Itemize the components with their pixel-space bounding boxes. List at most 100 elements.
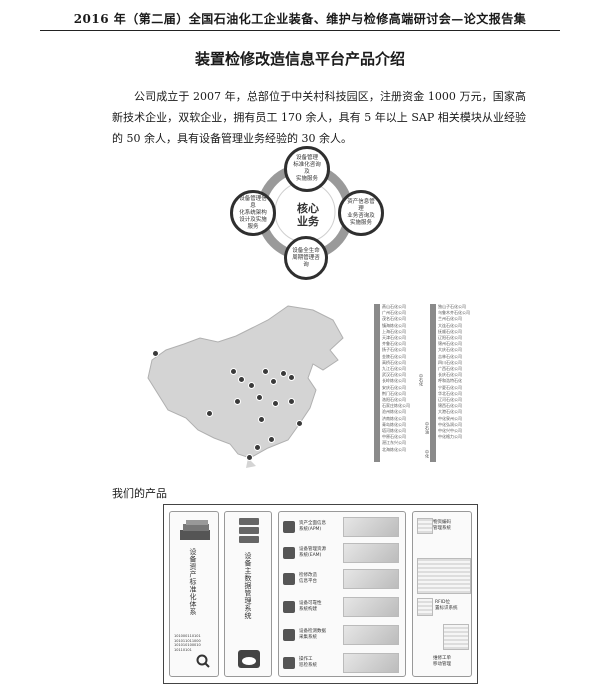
client-name: 上海石化公司 bbox=[382, 328, 406, 334]
client-name: 镇海炼化公司 bbox=[382, 322, 406, 328]
map-pin bbox=[288, 374, 295, 381]
map-pin bbox=[258, 416, 265, 423]
module-icon bbox=[283, 573, 295, 585]
products-panel: 设备资产标准化体系 101000110101 101011011000 1010… bbox=[163, 504, 478, 684]
module-icon bbox=[283, 629, 295, 641]
intro-paragraph: 公司成立于 2007 年，总部位于中关村科技园区，注册资金 1000 万元，国家… bbox=[112, 90, 526, 145]
map-shape bbox=[147, 305, 344, 468]
core-business-diagram: 设备管理 标准化咨询及 实施服务 资产信息管理 业务咨询及 实施服务 设备全生命… bbox=[228, 146, 384, 280]
binary-text: 101000110101 101011011000 101010100010 1… bbox=[174, 634, 201, 652]
product-row: 设备可靠性 系统构建 bbox=[283, 596, 399, 618]
map-pin bbox=[270, 378, 277, 385]
product-row: 设备管理资源 系统(EAM) bbox=[283, 542, 399, 564]
client-name: 抚顺石化公司 bbox=[438, 328, 462, 334]
module-icon bbox=[283, 657, 295, 669]
map-pin bbox=[268, 436, 275, 443]
product-row-label: 设备可靠性 系统构建 bbox=[299, 601, 322, 612]
screenshot-thumb bbox=[417, 518, 433, 534]
cloud-icon bbox=[238, 650, 260, 668]
screenshot-thumb bbox=[343, 625, 399, 645]
client-name: 塔河炼化公司 bbox=[382, 428, 406, 434]
client-name: 洛阳石化公司 bbox=[382, 397, 406, 403]
client-group-tag: 中石油 bbox=[425, 422, 430, 434]
product-right-label: 物资编码 管理系统 bbox=[433, 520, 451, 531]
map-pin bbox=[230, 368, 237, 375]
product-card-master-data: 设备主数据管理系统 bbox=[224, 511, 272, 677]
client-name: 济南炼化公司 bbox=[382, 415, 406, 421]
product-card-standardization: 设备资产标准化体系 101000110101 101011011000 1010… bbox=[169, 511, 219, 677]
running-header: 2016 年（第二届）全国石油化工企业装备、维护与检修高端研讨会—论文报告集 bbox=[73, 12, 527, 26]
product-row: 设备检测数据 采集系统 bbox=[283, 624, 399, 646]
product-right-label: 维修工单 移动管理 bbox=[433, 656, 451, 667]
core-item-left: 设备管理信息 化系统架构 设计及实施服务 bbox=[230, 190, 276, 236]
map-pin bbox=[256, 394, 263, 401]
map-pin bbox=[238, 376, 245, 383]
product-row-label: 设备管理资源 系统(EAM) bbox=[299, 547, 326, 558]
module-icon bbox=[283, 547, 295, 559]
client-name: 中化兴中公司 bbox=[438, 428, 462, 434]
product-card-systems: 资产全面信息 系统(APM) 设备管理资源 系统(EAM) 检修改造 信息平台 … bbox=[278, 511, 406, 677]
screenshot-thumb bbox=[343, 543, 399, 563]
client-name: 大庆石化公司 bbox=[438, 347, 462, 353]
client-group-tag: 中化 bbox=[425, 450, 430, 458]
client-name: 锦西石化公司 bbox=[438, 403, 462, 409]
client-bar-right bbox=[430, 304, 436, 462]
client-name: 安庆石化公司 bbox=[382, 384, 406, 390]
product-standardization-label: 设备资产标准化体系 bbox=[189, 548, 197, 616]
product-row-label: 操作工 巡检系统 bbox=[299, 657, 317, 668]
client-name: 扬子石化公司 bbox=[382, 347, 406, 353]
product-row: 资产全面信息 系统(APM) bbox=[283, 516, 399, 538]
client-name: 大连石化公司 bbox=[438, 322, 462, 328]
screenshot-thumb bbox=[417, 598, 433, 616]
client-list: 燕山石化公司 广州石化公司 茂名石化公司 镇海炼化公司 上海石化公司 天津石化公… bbox=[368, 298, 488, 470]
client-name: 吉林石化公司 bbox=[438, 353, 462, 359]
map-pin bbox=[262, 368, 269, 375]
screenshot-thumb bbox=[343, 653, 399, 673]
core-center-label: 核心 业务 bbox=[297, 202, 319, 228]
client-group-tag: 中石化 bbox=[419, 374, 424, 386]
product-row-label: 资产全面信息 系统(APM) bbox=[299, 521, 326, 532]
client-name: 长庆石化公司 bbox=[438, 372, 462, 378]
products-label: 我们的产品 bbox=[112, 487, 167, 500]
client-name: 燕山石化公司 bbox=[382, 304, 406, 309]
product-master-data-label: 设备主数据管理系统 bbox=[244, 552, 252, 620]
client-bar-left bbox=[374, 304, 380, 462]
product-right-label: RFID位 置标识系统 bbox=[435, 600, 458, 611]
product-row: 操作工 巡检系统 bbox=[283, 652, 399, 674]
client-name: 广州石化公司 bbox=[382, 310, 406, 316]
screenshot-thumb bbox=[343, 597, 399, 617]
books-icon bbox=[180, 520, 210, 540]
client-name: 九江石化公司 bbox=[382, 366, 406, 372]
client-name: 华北石化公司 bbox=[438, 390, 462, 396]
core-item-bottom: 设备全生命 周期管理咨询 bbox=[284, 236, 328, 280]
client-name: 青岛炼化公司 bbox=[382, 421, 406, 427]
client-name: 武汉石化公司 bbox=[382, 372, 406, 378]
screenshot-thumb bbox=[343, 569, 399, 589]
client-col-2: 独山子石化公司 乌鲁木齐石化公司 兰州石化公司 大连石化公司 抚顺石化公司 辽阳… bbox=[438, 304, 488, 440]
server-icon bbox=[239, 518, 259, 543]
map-pin bbox=[280, 370, 287, 377]
client-name: 广西石化公司 bbox=[438, 366, 462, 372]
client-name: 中化格力公司 bbox=[438, 434, 462, 440]
client-name: 兰州石化公司 bbox=[438, 316, 462, 322]
screenshot-thumb bbox=[417, 558, 471, 594]
map-pin bbox=[296, 420, 303, 427]
client-name: 中原石化公司 bbox=[382, 434, 406, 440]
china-map bbox=[138, 298, 360, 468]
client-name: 宁夏石化公司 bbox=[438, 384, 462, 390]
client-name: 辽河石化公司 bbox=[438, 397, 462, 403]
client-name: 荆门石化公司 bbox=[382, 390, 406, 396]
product-row-label: 设备检测数据 采集系统 bbox=[299, 629, 326, 640]
client-name: 长岭炼化公司 bbox=[382, 378, 406, 384]
client-name: 北海炼化公司 bbox=[382, 446, 406, 452]
client-name: 沧州炼化公司 bbox=[382, 409, 406, 415]
screenshot-thumb bbox=[443, 624, 469, 650]
client-name: 辽阳石化公司 bbox=[438, 335, 462, 341]
client-name: 锦州石化公司 bbox=[438, 341, 462, 347]
product-row: 检修改造 信息平台 bbox=[283, 568, 399, 590]
client-name: 中化弘润公司 bbox=[438, 421, 462, 427]
module-icon bbox=[283, 601, 295, 613]
map-pin bbox=[248, 382, 255, 389]
map-pin bbox=[152, 350, 159, 357]
map-pin bbox=[206, 410, 213, 417]
